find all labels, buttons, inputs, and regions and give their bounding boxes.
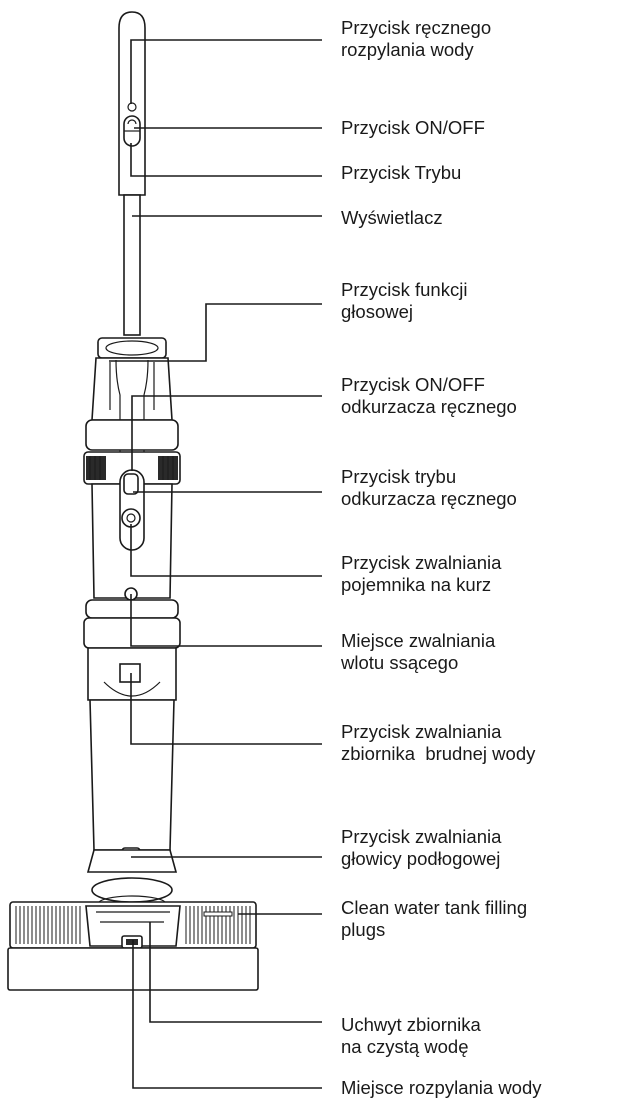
rod xyxy=(123,194,141,336)
callout-display: Wyświetlacz xyxy=(341,207,443,228)
ribbed-grip-left xyxy=(86,456,106,480)
handheld-unit xyxy=(83,337,181,649)
handle xyxy=(118,11,146,196)
callout-water-spray-spot: Miejsce rozpylania wody xyxy=(341,1077,542,1098)
manual-spray-button-icon xyxy=(127,102,137,112)
callout-on-off-button: Przycisk ON/OFF xyxy=(341,117,485,138)
callout-clean-water-tank-handle: Uchwyt zbiornika na czystą wodę xyxy=(341,1014,481,1057)
main-body xyxy=(86,647,178,913)
floor-head-ribs-right xyxy=(185,906,251,944)
ribbed-grip-right xyxy=(158,456,178,480)
callout-handheld-mode-button: Przycisk trybu odkurzacza ręcznego xyxy=(341,466,517,509)
leader-lines xyxy=(109,39,322,1089)
callout-dust-container-release-button: Przycisk zwalniania pojemnika na kurz xyxy=(341,552,502,595)
callout-dirty-water-tank-release-button: Przycisk zwalniania zbiornika brudnej wo… xyxy=(341,721,536,764)
callout-clean-water-filling-plugs: Clean water tank filling plugs xyxy=(341,897,528,940)
callout-voice-function-button: Przycisk funkcji głosowej xyxy=(341,279,468,322)
filling-plug xyxy=(203,911,233,917)
floor-head xyxy=(7,901,259,991)
callout-floor-head-release-button: Przycisk zwalniania głowicy podłogowej xyxy=(341,826,502,869)
callout-mode-button: Przycisk Trybu xyxy=(341,162,462,183)
floor-head-ribs-left xyxy=(15,906,81,944)
callout-handheld-on-off-button: Przycisk ON/OFF odkurzacza ręcznego xyxy=(341,374,517,417)
callout-suction-inlet-release-spot: Miejsce zwalniania wlotu ssącego xyxy=(341,630,496,673)
callout-manual-spray-button: Przycisk ręcznego rozpylania wody xyxy=(341,17,492,60)
